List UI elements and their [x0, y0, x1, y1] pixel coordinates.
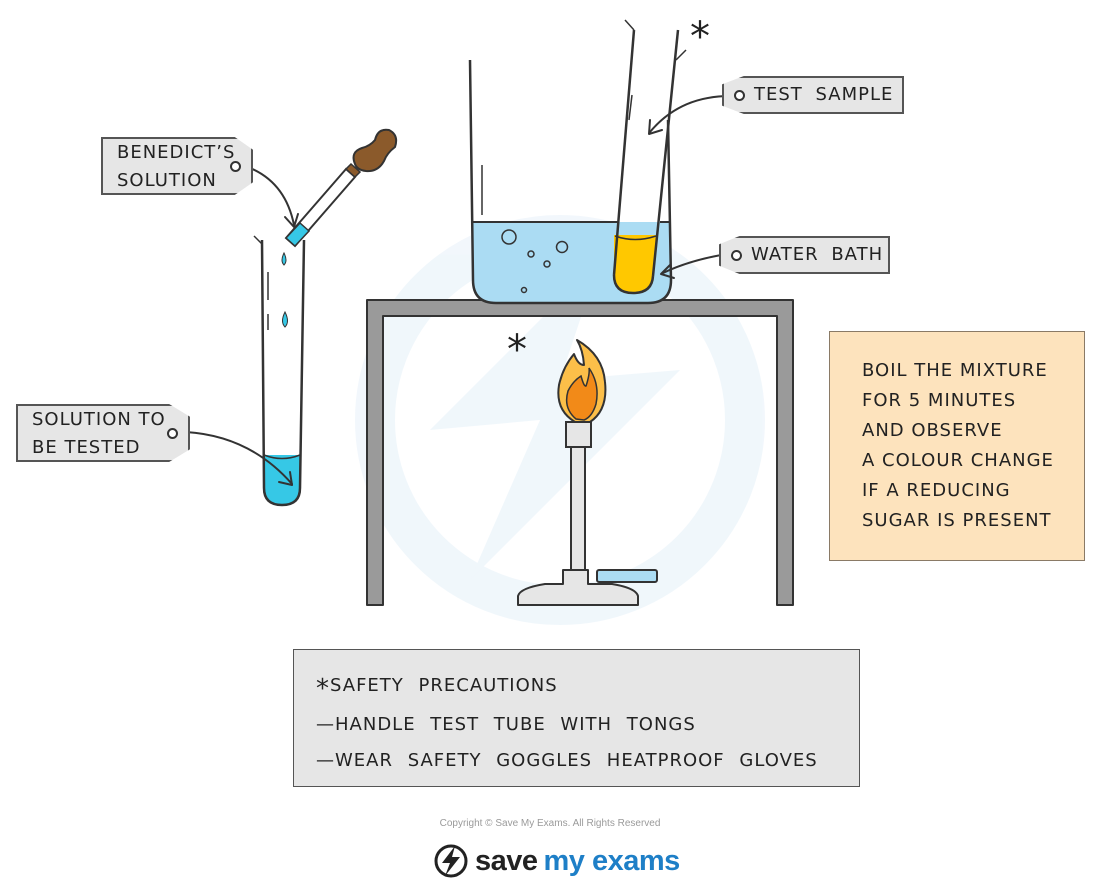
tag-hole-icon [230, 161, 241, 172]
solution-to-be-tested-label: SOLUTION TO BE TESTED [16, 404, 190, 462]
water-bath-label: WATER BATH [719, 236, 890, 274]
brand-myexams: my exams [543, 844, 681, 877]
brand-save: save [475, 844, 538, 877]
safety-title: *SAFETY PRECAUTIONS [316, 668, 859, 707]
note-line: FOR 5 MINUTES [862, 390, 1017, 411]
tag-hole-icon [731, 250, 742, 261]
benedicts-solution-label: BENEDICT’S SOLUTION [101, 137, 253, 195]
test-sample-tube [612, 19, 687, 295]
water-bath-text: WATER BATH [751, 244, 884, 265]
flame [557, 339, 607, 423]
note-line: IF A REDUCING [862, 480, 1011, 501]
benedicts-label-line1: BENEDICT’S [117, 142, 236, 163]
safety-item: —WEAR SAFETY GOGGLES HEATPROOF GLOVES [316, 750, 818, 771]
note-line: SUGAR IS PRESENT [862, 510, 1052, 531]
method-note: BOIL THE MIXTURE FOR 5 MINUTES AND OBSER… [829, 331, 1085, 561]
arrow-solution-tested [185, 431, 293, 485]
note-line: A COLOUR CHANGE [862, 450, 1054, 471]
safety-star: * [316, 674, 330, 704]
test-sample-text: TEST SAMPLE [754, 84, 894, 105]
benedicts-label-line2: SOLUTION [117, 170, 217, 191]
test-sample-label: TEST SAMPLE [722, 76, 904, 114]
tag-hole-icon [167, 428, 178, 439]
safety-star-burner: * [507, 327, 527, 373]
note-line: AND OBSERVE [862, 420, 1003, 441]
lightning-logo-icon [434, 844, 468, 878]
solution-test-tube [253, 235, 306, 507]
solution-tested-line2: BE TESTED [32, 437, 141, 458]
safety-title-text: SAFETY PRECAUTIONS [330, 675, 558, 696]
solution-tested-line1: SOLUTION TO [32, 409, 166, 430]
tag-hole-icon [734, 90, 745, 101]
copyright-notice: Copyright © Save My Exams. All Rights Re… [439, 818, 661, 829]
dropper-pipette [284, 128, 398, 248]
note-line: BOIL THE MIXTURE [862, 360, 1048, 381]
arrow-test-sample [649, 95, 731, 133]
safety-item: —HANDLE TEST TUBE WITH TONGS [316, 714, 696, 735]
safety-precautions-box: *SAFETY PRECAUTIONS —HANDLE TEST TUBE WI… [293, 649, 860, 787]
bunsen-burner [517, 339, 658, 606]
brand-logo: save my exams [433, 842, 680, 880]
safety-star-tube: * [690, 14, 710, 60]
